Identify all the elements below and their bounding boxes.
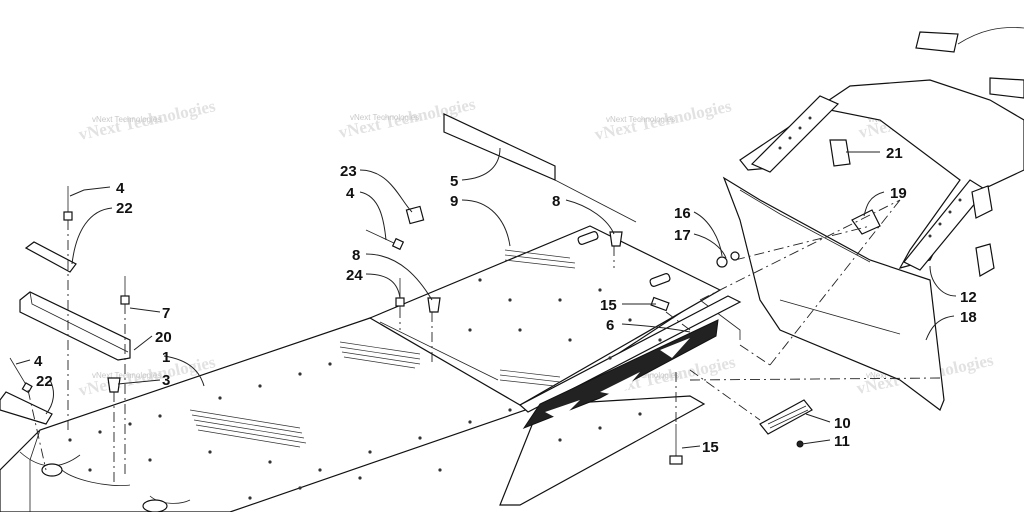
rear-flap-18 [722,176,945,411]
callout-23: 23 [340,163,357,180]
seat-panel [368,225,742,413]
callout-18: 18 [960,309,977,326]
rivet-7 [120,276,130,305]
seat-panel-holes [468,278,662,360]
callout-1: 1 [162,349,170,366]
bracket-22a [24,241,77,273]
rivet-24 [395,278,405,308]
seat-panel-texture [499,249,576,387]
callout-8: 8 [352,247,360,264]
bumper-holes [778,116,962,238]
callout-15: 15 [702,439,719,456]
callout-4: 4 [34,353,43,370]
callout-15: 15 [600,297,617,314]
callout-6: 6 [606,317,614,334]
callout-10: 10 [834,415,851,432]
callout-3: 3 [162,372,170,389]
bolt-15b [669,424,683,465]
callout-9: 9 [450,193,458,210]
plug-3 [107,377,121,393]
rivet-holes [68,362,642,500]
callout-19: 19 [890,185,907,202]
callout-24: 24 [346,267,363,284]
watermark-text: vNext Technologies [92,371,161,380]
bracket-right [915,27,1024,277]
watermark-text: vNext Technologies [350,113,419,122]
watermark-text: vNext Technologies [606,115,675,124]
panel-texture [189,341,421,448]
decal-part-6 [522,319,719,430]
watermark-text: vNext Technologies [92,115,161,124]
assembly-lines [27,199,941,484]
strip-part-5 [443,113,637,223]
watermark-text: vNext Technologies [610,371,679,380]
callout-4: 4 [116,180,125,197]
callout-labels: 4 22 7 20 1 3 4 22 23 4 8 24 5 9 8 15 6 … [34,145,977,456]
bracket-22b [0,391,53,425]
callout-22: 22 [116,200,133,217]
callout-22: 22 [36,373,53,390]
callout-8: 8 [552,193,560,210]
callout-12: 12 [960,289,977,306]
clip-21 [829,139,851,167]
callout-16: 16 [674,205,691,222]
callout-5: 5 [450,173,458,190]
leader-lines [15,147,957,449]
rivet-4b [9,357,33,394]
side-bracket-20 [19,291,131,361]
callout-11: 11 [834,433,850,450]
rivet-4a [63,186,73,221]
rivet-4c [365,229,405,251]
callout-17: 17 [674,227,691,244]
callout-4: 4 [346,185,355,202]
callout-7: 7 [162,305,170,322]
plug-8b [609,231,623,247]
callout-20: 20 [155,329,172,346]
clip-19 [851,209,881,235]
callout-21: 21 [886,145,903,162]
grille-10 [759,399,813,435]
plug-8a [427,297,441,313]
bolt-15a [650,296,670,312]
rear-bumper-12 [739,79,1024,271]
